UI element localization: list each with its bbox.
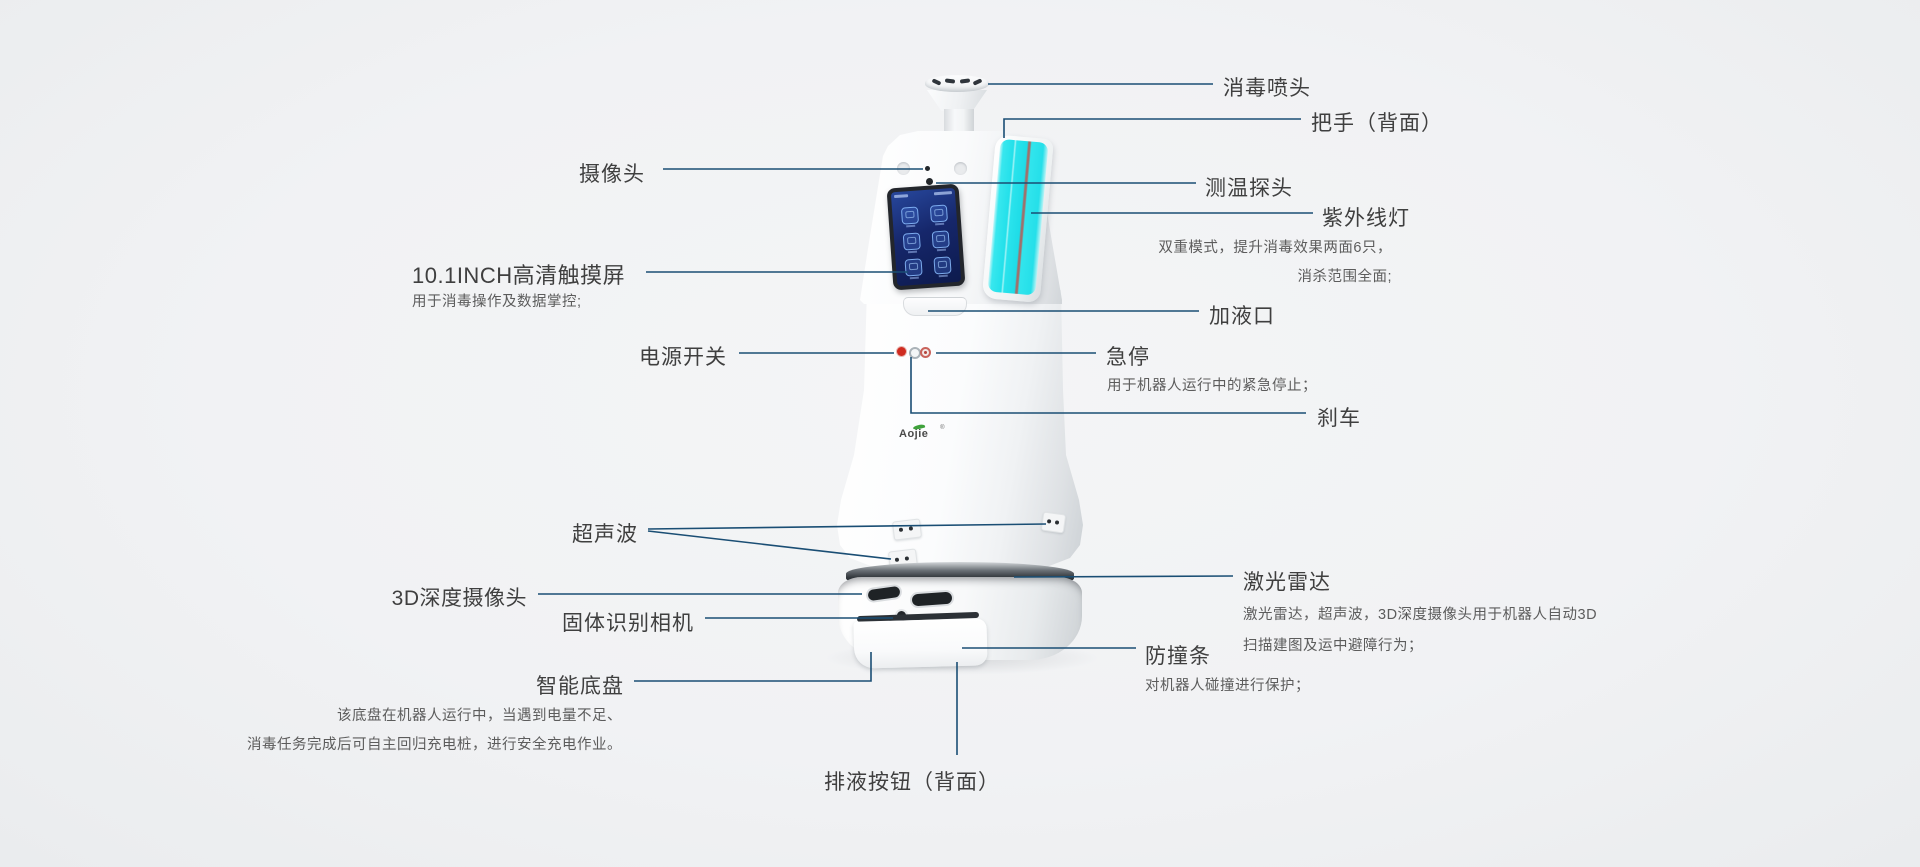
emergency-stop-button — [920, 347, 931, 358]
spray-head-funnel — [927, 90, 987, 111]
label-liquid-port: 加液口 — [1209, 305, 1275, 328]
depth-camera-icon — [909, 589, 955, 609]
desc-touchscreen: 用于消毒操作及数据掌控; — [412, 294, 582, 310]
desc-emergency-stop: 用于机器人运行中的紧急停止； — [1107, 378, 1317, 394]
temp-probe-lens-icon — [926, 178, 933, 185]
label-ultrasonic: 超声波 — [572, 523, 638, 546]
desc-chassis: 该底盘在机器人运行中，当遇到电量不足、 消毒任务完成后可自主回归充电桩，进行安全… — [222, 702, 622, 760]
statusbar-left-icon — [894, 194, 909, 199]
screen-app-grid — [899, 202, 954, 277]
brand-name: Aojie — [899, 428, 929, 440]
label-uv-lamp: 紫外线灯 — [1322, 207, 1410, 230]
desc-uv-lamp-line2: 消杀范围全面; — [1297, 269, 1392, 285]
spray-vent-icon — [931, 78, 942, 86]
spray-vent-icon — [959, 78, 971, 84]
ultrasonic-sensor-icon — [891, 518, 923, 541]
label-temp-probe: 测温探头 — [1205, 177, 1293, 200]
label-power-switch: 电源开关 — [639, 346, 727, 369]
desc-uv-lamp-line1: 双重模式，提升消毒效果两面6只， — [1158, 240, 1392, 256]
app-icon — [900, 205, 920, 225]
desc-uv-lamp: 双重模式，提升消毒效果两面6只， 消杀范围全面; — [1042, 234, 1392, 292]
touchscreen — [886, 183, 966, 291]
ultrasonic-sensor-icon — [1040, 511, 1067, 534]
speaker-circle-icon — [897, 162, 910, 175]
bumper-strip — [853, 618, 988, 669]
desc-chassis-line2: 消毒任务完成后可自主回归充电桩，进行安全充电作业。 — [247, 737, 622, 753]
label-lidar: 激光雷达 — [1243, 571, 1331, 594]
touchscreen-display — [890, 187, 962, 287]
desc-lidar-line1: 激光雷达，超声波，3D深度摄像头用于机器人自动3D — [1243, 607, 1598, 623]
callout-line-handle — [1003, 118, 1301, 138]
label-brake: 刹车 — [1317, 407, 1361, 430]
desc-lidar-line2: 扫描建图及运中避障行为； — [1243, 638, 1423, 654]
statusbar-right-icon — [933, 191, 953, 196]
label-solid-camera: 固体识别相机 — [562, 612, 694, 635]
spray-head-icon — [925, 75, 989, 92]
label-depth-camera: 3D深度摄像头 — [391, 587, 527, 610]
spray-vent-icon — [944, 78, 956, 84]
screen-statusbar — [894, 191, 953, 199]
label-camera: 摄像头 — [579, 163, 645, 186]
spray-vent-icon — [972, 78, 983, 86]
liquid-port — [903, 297, 967, 316]
label-bumper: 防撞条 — [1145, 645, 1211, 668]
desc-chassis-line1: 该底盘在机器人运行中，当遇到电量不足、 — [337, 708, 622, 724]
camera-lens-icon — [925, 166, 930, 171]
desc-lidar: 激光雷达，超声波，3D深度摄像头用于机器人自动3D 扫描建图及运中避障行为； — [1243, 600, 1597, 662]
label-drain-button: 排液按钮（背面） — [824, 771, 1000, 794]
app-icon — [902, 231, 921, 251]
registered-mark: ® — [940, 425, 945, 431]
brand-logo: Aojie ® — [899, 423, 945, 444]
desc-bumper: 对机器人碰撞进行保护； — [1145, 678, 1310, 694]
uv-lamp-strips-icon — [987, 138, 1049, 296]
label-emergency-stop: 急停 — [1106, 346, 1150, 369]
app-icon — [933, 255, 952, 274]
label-spray-head: 消毒喷头 — [1223, 77, 1311, 100]
label-handle: 把手（背面） — [1311, 112, 1443, 135]
app-icon — [931, 229, 950, 249]
power-switch-button — [897, 347, 906, 356]
app-icon — [904, 257, 923, 277]
app-icon — [929, 203, 948, 223]
speaker-circle-icon — [954, 162, 967, 175]
label-chassis: 智能底盘 — [536, 675, 624, 698]
label-touchscreen: 10.1INCH高清触摸屏 — [412, 263, 626, 288]
